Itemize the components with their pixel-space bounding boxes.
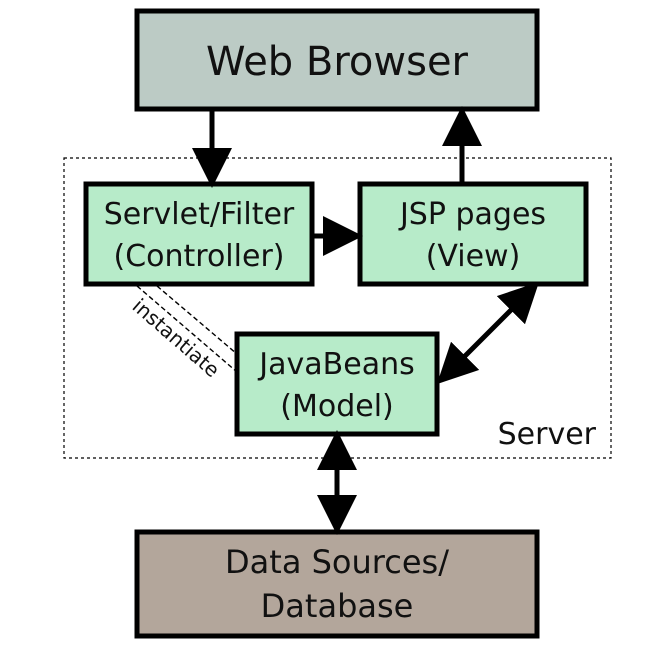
instantiate-label: instantiate — [128, 294, 225, 382]
model-node: JavaBeans (Model) — [234, 331, 440, 437]
model-label-line1: JavaBeans — [257, 347, 414, 382]
server-label: Server — [498, 417, 597, 452]
server-boundary — [63, 157, 612, 459]
view-label-line1: JSP pages — [398, 197, 546, 232]
controller-node: Servlet/Filter (Controller) — [83, 181, 315, 287]
datasource-label-line1: Data Sources/ — [225, 543, 449, 581]
model-label-line2: (Model) — [280, 389, 393, 424]
edge-controller-instantiates-model — [136, 285, 238, 373]
controller-label-line2: (Controller) — [114, 239, 285, 274]
web-browser-label: Web Browser — [206, 39, 469, 85]
datasource-label-line2: Database — [261, 587, 414, 625]
controller-label-line1: Servlet/Filter — [104, 197, 295, 232]
edges — [192, 106, 540, 535]
view-node: JSP pages (View) — [357, 181, 589, 287]
view-label-line2: (View) — [426, 239, 521, 274]
datasource-node: Data Sources/ Database — [134, 529, 540, 639]
web-browser-node: Web Browser — [134, 8, 540, 112]
edge-view-model — [436, 281, 540, 385]
